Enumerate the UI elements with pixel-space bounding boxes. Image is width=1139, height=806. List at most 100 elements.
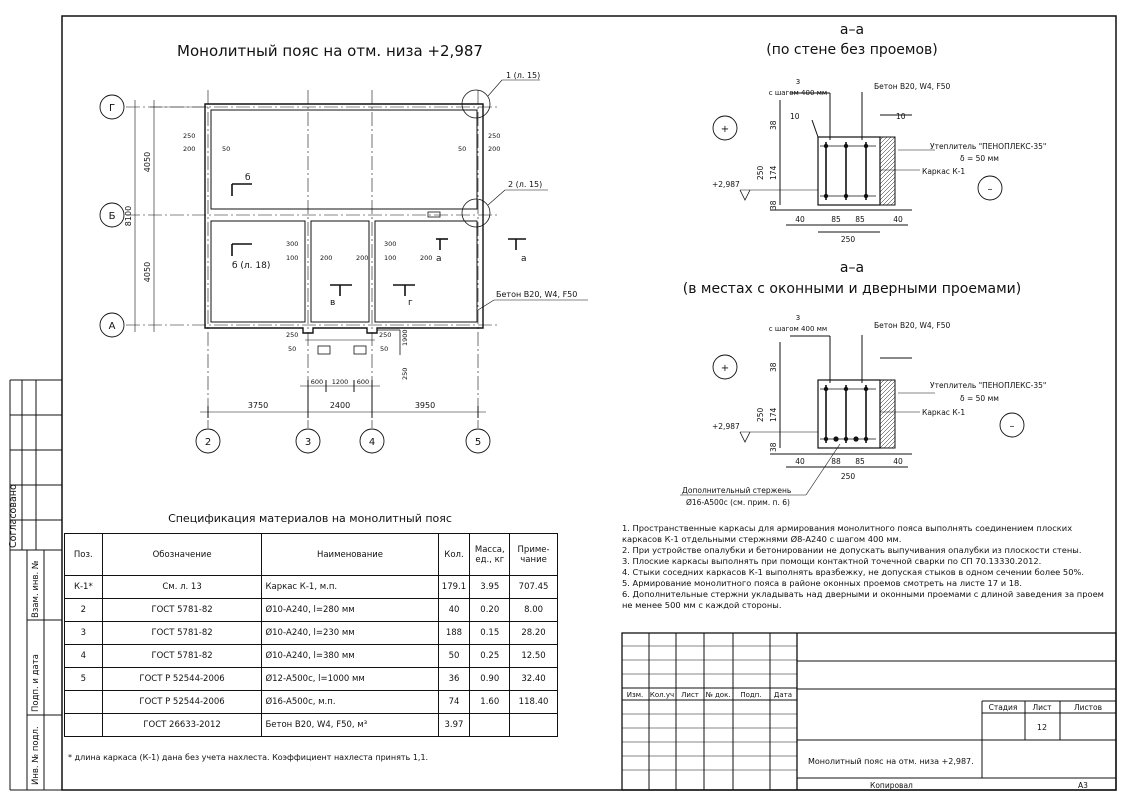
- section2-title: а–а: [840, 260, 864, 276]
- spec-cell: Бетон В20, W4, F50, м³: [261, 713, 439, 737]
- section2-minus: –: [1010, 421, 1015, 432]
- axis-row-b: Б: [109, 211, 116, 222]
- section-b2-mark: б (л. 18): [232, 261, 270, 271]
- section1-concrete: Бетон В20, W4, F50: [874, 82, 951, 91]
- spec-cell: [509, 713, 558, 737]
- section1-dim-h: 85: [831, 215, 841, 224]
- spec-cell: ГОСТ 5781-82: [101, 621, 263, 645]
- dim-opening-2: 1200: [332, 378, 349, 386]
- spec-cell: Ø12-А500с, l=1000 мм: [261, 667, 439, 691]
- section1-dim-h: 40: [795, 215, 805, 224]
- note-item: 5. Армирование монолитного пояса в район…: [622, 578, 1022, 588]
- stamp-col: Изм.: [627, 691, 643, 699]
- note-item: 4. Стыки соседних каркасов К-1 выполнять…: [622, 567, 1085, 577]
- section2-extra-bar-spec: Ø16-А500с (см. прим. п. 6): [686, 498, 790, 507]
- plan-small-dim: 250: [401, 368, 409, 380]
- spec-cell: 2: [64, 598, 103, 622]
- spec-cell: [64, 713, 103, 737]
- section1-subtitle: (по стене без проемов): [766, 42, 938, 58]
- spec-cell: 50: [437, 644, 471, 668]
- spec-cell: 118.40: [509, 690, 558, 714]
- plan-small-dim: 100: [286, 254, 298, 262]
- callout-2: 2 (л. 15): [508, 180, 542, 189]
- dim-opening-3: 600: [357, 378, 369, 386]
- plan-small-dim: 100: [384, 254, 396, 262]
- table-row: К-1* См. л. 13 Каркас К-1, м.п. 179.1 3.…: [64, 575, 558, 599]
- section1-dim-h: 40: [893, 215, 903, 224]
- section2-insulation: Утеплитель "ПЕНОПЛЕКС-35": [930, 381, 1046, 390]
- side-sign-date: Подп. и дата: [31, 654, 41, 712]
- spec-cell: 1.60: [469, 690, 511, 714]
- stamp-sheets: Листов: [1074, 703, 1102, 712]
- plan-small-dim: 250: [488, 132, 500, 140]
- section1-dim-v: 38: [769, 120, 778, 130]
- dim-bottom-2: 2400: [330, 401, 350, 410]
- spec-header: Поз.: [64, 533, 103, 576]
- axis-row-a: А: [109, 321, 116, 332]
- section1-title: а–а: [840, 22, 864, 38]
- section2-dim-v: 174: [769, 407, 778, 422]
- section-a-right: а: [521, 254, 527, 264]
- stamp-sheet-no: 12: [1037, 723, 1047, 732]
- side-inv-replace: Взам. инв. №: [31, 560, 41, 618]
- table-row: ГОСТ Р 52544-2006 Ø16-А500с, м.п. 74 1.6…: [64, 690, 558, 714]
- plan-small-dim: 50: [380, 345, 388, 353]
- section1-step-num: 3: [796, 78, 800, 86]
- spec-cell: ГОСТ 26633-2012: [101, 713, 263, 737]
- axis-row-g: Г: [109, 103, 115, 114]
- dim-left-bottom: 4050: [143, 262, 152, 282]
- section2-dim-h: 88: [831, 457, 841, 466]
- spec-cell: 188: [437, 621, 471, 645]
- dim-bottom-1: 3750: [248, 401, 268, 410]
- plan-small-dim: 200: [183, 145, 195, 153]
- table-row: 3 ГОСТ 5781-82 Ø10-А240, l=230 мм 188 0.…: [64, 621, 558, 645]
- spec-cell: Каркас К-1, м.п.: [261, 575, 439, 599]
- plan-small-dim: 250: [183, 132, 195, 140]
- section2-plus: +: [721, 363, 729, 374]
- section1-frame: Каркас К-1: [922, 167, 965, 176]
- section1-dim-h: 85: [855, 215, 865, 224]
- plan-small-dim: 300: [384, 240, 396, 248]
- stamp-sheet: Лист: [1032, 703, 1052, 712]
- axis-col-3: 3: [305, 437, 311, 448]
- section2-dim-h: 85: [855, 457, 865, 466]
- section2-dim-h: 40: [893, 457, 903, 466]
- spec-cell: 74: [437, 690, 471, 714]
- spec-header: Приме- чание: [509, 533, 558, 576]
- spec-header: Масса, ед., кг: [469, 533, 511, 576]
- spec-cell: ГОСТ Р 52544-2006: [101, 667, 263, 691]
- section2-concrete: Бетон В20, W4, F50: [874, 321, 951, 330]
- table-row: ГОСТ 26633-2012 Бетон В20, W4, F50, м³ 3…: [64, 713, 558, 737]
- section2-insulation-thk: δ = 50 мм: [960, 394, 999, 403]
- axis-col-5: 5: [475, 437, 481, 448]
- spec-header: Кол.: [437, 533, 471, 576]
- axis-col-2: 2: [205, 437, 211, 448]
- dim-left-total: 8100: [124, 206, 133, 226]
- spec-cell: 4: [64, 644, 103, 668]
- section1-insulation-thk: δ = 50 мм: [960, 154, 999, 163]
- spec-cell: [64, 690, 103, 714]
- section2-dim-v-total: 250: [756, 407, 765, 422]
- spec-footnote: * длина каркаса (К-1) дана без учета нах…: [68, 753, 428, 762]
- spec-cell: К-1*: [64, 575, 103, 599]
- stamp-name: Монолитный пояс на отм. низа +2,987.: [808, 757, 974, 766]
- plan-small-dim: 1900: [401, 329, 409, 346]
- spec-cell: Ø16-А500с, м.п.: [261, 690, 439, 714]
- note-item: 3. Плоские каркасы выполнять при помощи …: [622, 556, 1042, 566]
- stamp-col: Лист: [681, 691, 699, 699]
- section1-step-text: с шагом 400 мм: [769, 89, 827, 97]
- section2-step-num: 3: [796, 314, 800, 322]
- spec-cell: Ø10-А240, l=230 мм: [261, 621, 439, 645]
- table-row: 5 ГОСТ Р 52544-2006 Ø12-А500с, l=1000 мм…: [64, 667, 558, 691]
- spec-cell: Ø10-А240, l=280 мм: [261, 598, 439, 622]
- plan-small-dim: 250: [379, 331, 391, 339]
- plan-small-dim: 250: [286, 331, 298, 339]
- plan-small-dim: 50: [222, 145, 230, 153]
- plan-small-dim: 200: [320, 254, 332, 262]
- note-item: 1. Пространственные каркасы для армирова…: [622, 523, 1073, 544]
- spec-cell: 36: [437, 667, 471, 691]
- section2-frame: Каркас К-1: [922, 408, 965, 417]
- table-row: 2 ГОСТ 5781-82 Ø10-А240, l=280 мм 40 0.2…: [64, 598, 558, 622]
- plan-small-dim: 200: [488, 145, 500, 153]
